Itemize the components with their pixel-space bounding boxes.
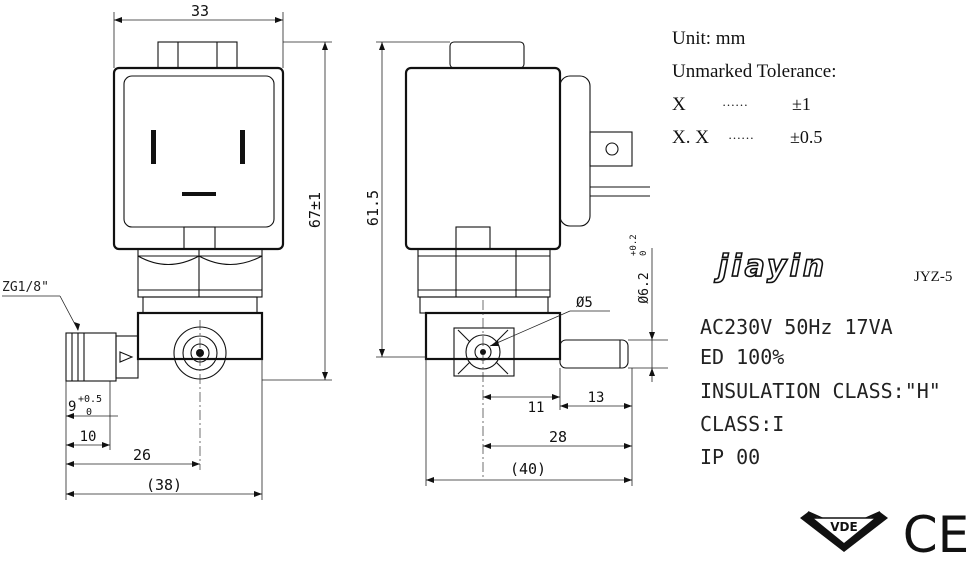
tolerance-notes: Unit: mm Unmarked Tolerance: X …… ±1 X. … <box>672 28 837 148</box>
front-width-label: 33 <box>191 2 209 20</box>
offset-label: 9 <box>68 399 76 415</box>
side-view: Ø5 Ø6.2 +0.2 0 61.5 11 13 <box>364 41 668 486</box>
vde-mark: VDE <box>800 511 888 552</box>
model-label: JYZ-5 <box>914 269 952 285</box>
ce-mark: CE <box>903 506 970 561</box>
spec-line: CLASS:I <box>700 412 784 436</box>
tube-tol-upper: +0.2 <box>629 234 639 256</box>
spec-line: INSULATION CLASS:"H" <box>700 379 941 403</box>
offset-tol-upper: +0.5 <box>78 394 102 405</box>
tube-label: Ø6.2 <box>637 272 652 303</box>
orifice-label: Ø5 <box>576 295 593 311</box>
unit-note: Unit: mm <box>672 28 746 49</box>
thread-label: ZG1/8" <box>2 280 49 295</box>
brand-logo: jiayin <box>714 249 827 284</box>
dim-26-label: 26 <box>133 446 151 464</box>
tol-row1-key: X <box>672 94 686 115</box>
spec-line: ED 100% <box>700 345 784 369</box>
dim-10-label: 10 <box>80 429 97 445</box>
dim-28-label: 28 <box>549 428 567 446</box>
tube-tol-lower: 0 <box>639 251 649 256</box>
front-height-label: 67±1 <box>306 192 324 228</box>
tol-row1-value: ±1 <box>792 94 811 114</box>
tolerance-title: Unmarked Tolerance: <box>672 61 837 82</box>
front-view: 33 ZG1/8" <box>2 2 332 500</box>
tol-row2-value: ±0.5 <box>790 127 822 147</box>
ce-text: CE <box>903 506 970 561</box>
spec-list: AC230V 50Hz 17VA ED 100% INSULATION CLAS… <box>700 315 941 469</box>
dim-40-label: (40) <box>510 460 546 478</box>
tol-row2-key: X. X <box>672 127 709 148</box>
dim-11-label: 11 <box>528 400 545 416</box>
offset-tol-lower: 0 <box>86 407 92 418</box>
dim-38-label: (38) <box>146 476 182 494</box>
spec-line: IP 00 <box>700 445 760 469</box>
side-height-label: 61.5 <box>364 190 382 226</box>
vde-text: VDE <box>830 520 857 534</box>
tol-row1-dots: …… <box>722 94 748 109</box>
brand-block: jiayin JYZ-5 <box>713 248 952 285</box>
tol-row2-dots: …… <box>728 127 754 142</box>
dim-13-label: 13 <box>588 390 605 406</box>
spec-line: AC230V 50Hz 17VA <box>700 315 893 339</box>
